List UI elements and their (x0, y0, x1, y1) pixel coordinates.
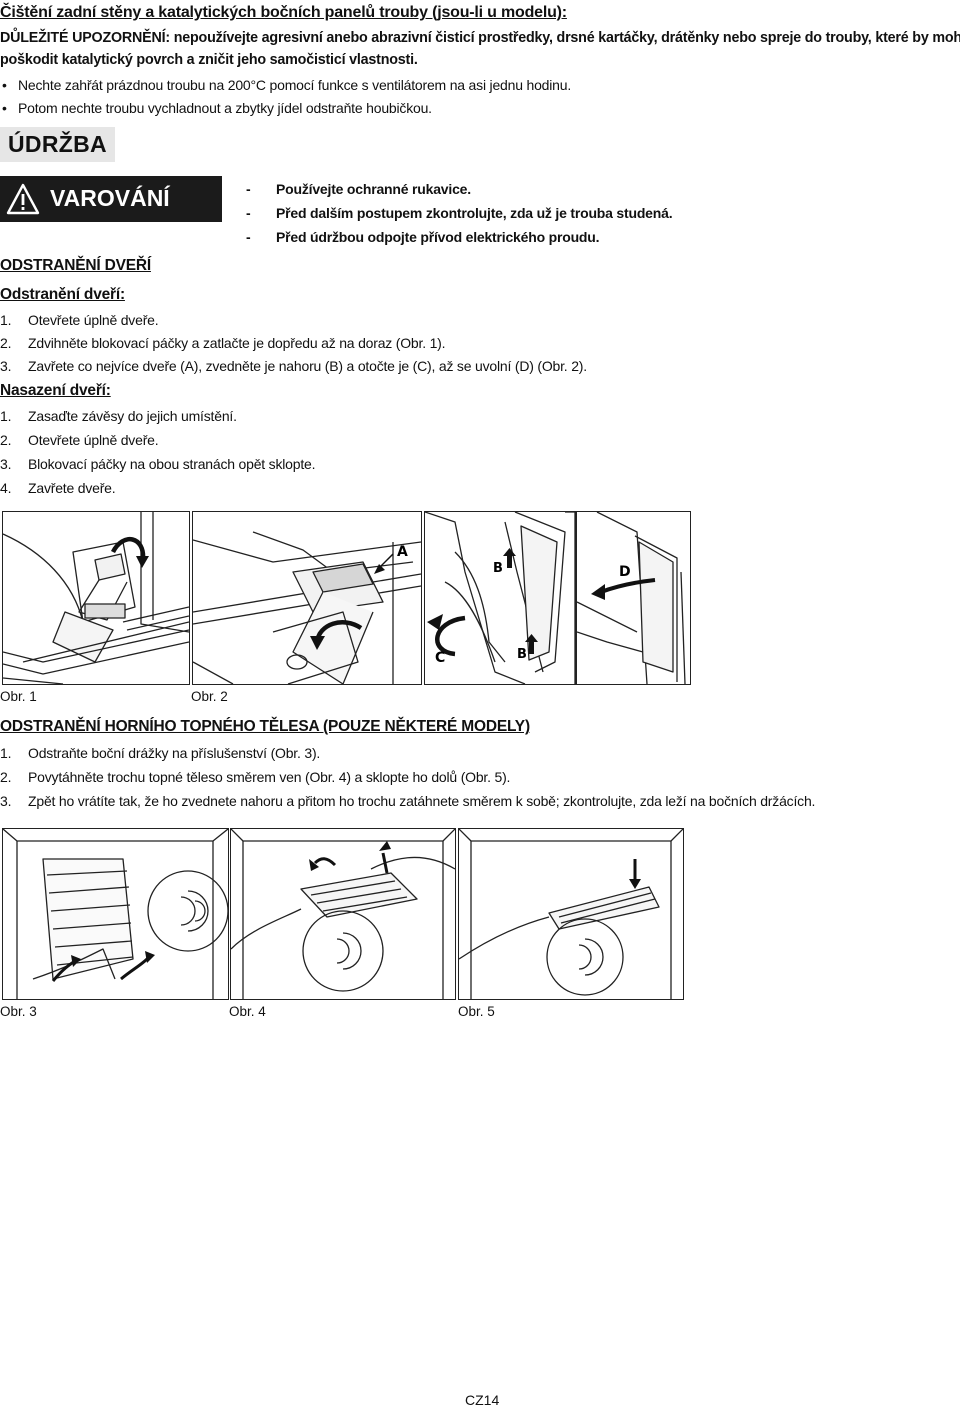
install-step: 2.Otevřete úplně dveře. (0, 432, 159, 448)
warning-item: -Před údržbou odpojte přívod elektrickéh… (246, 229, 600, 245)
figure-1-caption: Obr. 1 (0, 689, 37, 704)
figure-2-door-remove: D (576, 511, 691, 685)
install-step: 3.Blokovací páčky na obou stranách opět … (0, 456, 316, 472)
label-c: C (435, 650, 445, 666)
catalytic-bullet: Potom nechte troubu vychladnout a zbytky… (2, 99, 432, 117)
warning-bar: VAROVÁNÍ (0, 176, 222, 222)
rotate-arrow-icon (435, 615, 466, 657)
doors-removal-title: Odstranění dveří: (0, 286, 125, 303)
figure-4 (230, 828, 456, 1000)
label-b: B (493, 561, 503, 576)
figure-2-hinge: A (192, 511, 422, 685)
heater-step: 3.Zpět ho vrátíte tak, že ho zvednete na… (0, 793, 816, 809)
figure-5-caption: Obr. 5 (458, 1004, 495, 1019)
section-title-maintenance: ÚDRŽBA (0, 127, 115, 162)
heater-heading: ODSTRANĚNÍ HORNÍHO TOPNÉHO TĚLESA (POUZE… (0, 718, 530, 735)
figure-4-caption: Obr. 4 (229, 1004, 266, 1019)
doors-install-title: Nasazení dveří: (0, 382, 111, 399)
doors-heading: ODSTRANĚNÍ DVEŘÍ (0, 257, 151, 274)
warning-item: -Používejte ochranné rukavice. (246, 181, 471, 197)
install-step: 4.Zavřete dveře. (0, 480, 116, 496)
removal-step: 3.Zavřete co nejvíce dveře (A), zvedněte… (0, 358, 587, 374)
removal-step: 2.Zdvihněte blokovací páčky a zatlačte j… (0, 335, 446, 351)
door-lift-illustration: B C B (425, 512, 575, 684)
figure-3-caption: Obr. 3 (0, 1004, 37, 1019)
pull-heater-illustration (231, 829, 455, 999)
figure-2-caption: Obr. 2 (191, 689, 228, 704)
install-step: 1.Zasaďte závěsy do jejich umístění. (0, 408, 237, 424)
hinge-release-illustration: A (193, 531, 421, 684)
removal-step: 1.Otevřete úplně dveře. (0, 312, 159, 328)
heater-step: 1.Odstraňte boční drážky na příslušenstv… (0, 745, 321, 761)
hinge-lever-illustration (3, 512, 189, 684)
catalytic-warning-line2: poškodit katalytický povrch a zničit jeh… (0, 52, 418, 68)
arrow-icon (381, 852, 389, 874)
page-number: CZ14 (465, 1392, 500, 1408)
catalytic-warning-line1: DŮLEŽITÉ UPOZORNĚNÍ: nepoužívejte agresi… (0, 30, 960, 46)
lower-heater-illustration (459, 829, 683, 999)
figure-3 (2, 828, 229, 1000)
warning-label: VAROVÁNÍ (50, 185, 170, 211)
label-b2: B (517, 647, 527, 662)
label-a: A (397, 544, 408, 560)
pull-arrow-icon (600, 578, 656, 594)
warning-triangle-icon (6, 183, 40, 215)
figure-5 (458, 828, 684, 1000)
catalytic-title: Čištění zadní stěny a katalytických bočn… (0, 4, 567, 21)
figure-1 (2, 511, 190, 685)
figure-2-door-tilt: B C B (424, 511, 576, 685)
label-d: D (619, 564, 631, 580)
rotate-arrow-icon (110, 536, 146, 561)
arrow-icon (313, 857, 337, 867)
remove-side-racks-illustration (3, 829, 228, 999)
warning-item: -Před dalším postupem zkontrolujte, zda … (246, 205, 673, 221)
heater-step: 2.Povytáhněte trochu topné těleso směrem… (0, 769, 511, 785)
door-remove-illustration: D (577, 512, 686, 684)
catalytic-bullet: Nechte zahřát prázdnou troubu na 200°C p… (2, 76, 571, 94)
